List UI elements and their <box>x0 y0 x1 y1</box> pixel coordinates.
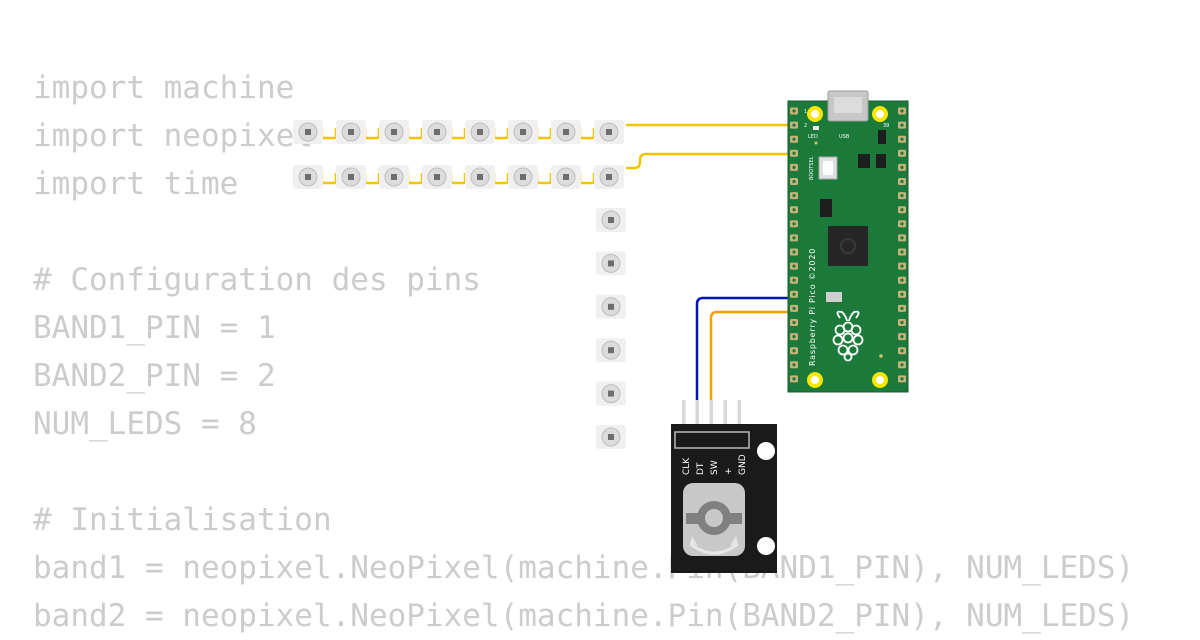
code-line: # Initialisation <box>33 502 332 538</box>
code-line: import neopixel <box>33 118 313 154</box>
led-label: LED <box>808 134 818 140</box>
encoder-pin-icon <box>723 400 727 436</box>
led-connection-wire <box>449 173 467 185</box>
neopixel-led-icon <box>379 165 409 189</box>
pin-1-label: 1 <box>804 109 807 115</box>
rotate-arrow-icon <box>689 542 739 555</box>
encoder-pin-icon <box>682 400 686 436</box>
neopixel-led-icon <box>596 381 626 406</box>
usb-port-icon <box>834 97 862 113</box>
neopixel-led-icon <box>551 165 581 189</box>
mounting-hole-icon <box>811 110 819 118</box>
wire-encoder-dt[interactable] <box>709 310 798 400</box>
encoder-pin-icon <box>709 400 713 436</box>
neopixel-strip-2[interactable] <box>293 165 624 189</box>
wire-encoder-clk[interactable] <box>695 296 798 400</box>
test-point-icon <box>814 141 818 145</box>
code-line: import time <box>33 166 239 202</box>
code-line: import machine <box>33 70 295 106</box>
flash-chip-icon <box>820 199 832 217</box>
encoder-pin-label: DT <box>696 462 706 475</box>
code-line: BAND1_PIN = 1 <box>33 310 276 346</box>
neopixel-vertical-strip[interactable] <box>596 208 626 449</box>
encoder-pin-icon <box>737 400 741 436</box>
neopixel-led-icon <box>594 165 624 189</box>
component-icon <box>876 154 886 168</box>
bootsel-label: BOOTSEL <box>809 156 815 180</box>
debug-pads-icon <box>826 292 842 302</box>
neopixel-led-icon <box>293 120 323 144</box>
encoder-pin-label: SW <box>710 460 720 475</box>
pico-pin-header <box>790 107 906 383</box>
mounting-hole-icon <box>811 376 819 384</box>
mounting-hole-icon <box>757 442 775 460</box>
code-line: # Configuration des pins <box>33 262 481 298</box>
led-connection-wire <box>320 128 338 140</box>
chip-logo-icon <box>840 238 856 254</box>
led-connection-wire <box>406 128 424 140</box>
component-icon <box>878 130 886 144</box>
raspberry-pi-pico[interactable]: 1 2 39 LED USB BOOTSEL Raspberry Pi Pico… <box>787 90 909 393</box>
mounting-hole-icon <box>876 110 884 118</box>
component-icon <box>858 154 870 168</box>
mounting-hole-icon <box>757 537 775 555</box>
neopixel-led-icon <box>422 165 452 189</box>
code-line: band2 = neopixel.NeoPixel(machine.Pin(BA… <box>33 598 1135 634</box>
pin-2-label: 2 <box>804 123 807 129</box>
encoder-pin-label: GND <box>738 454 748 475</box>
mounting-hole-icon <box>876 376 884 384</box>
raspberry-pi-logo-icon <box>832 310 864 362</box>
neopixel-led-icon <box>422 120 452 144</box>
neopixel-led-icon <box>293 165 323 189</box>
led-connection-wire <box>492 173 510 185</box>
test-point-icon <box>879 354 883 358</box>
led-connection-wire <box>320 173 338 185</box>
encoder-pin-label: + <box>724 467 734 475</box>
led-connection-wire <box>492 128 510 140</box>
led-connection-wire <box>406 173 424 185</box>
neopixel-led-icon <box>336 120 366 144</box>
neopixel-led-icon <box>465 120 495 144</box>
neopixel-led-icon <box>508 165 538 189</box>
code-line: band1 = neopixel.NeoPixel(machine.Pin(BA… <box>33 550 1135 586</box>
rp2040-chip-icon <box>828 226 868 266</box>
led-connection-wire <box>578 173 596 185</box>
onboard-led-icon <box>813 126 819 130</box>
encoder-pin-icon <box>695 400 699 436</box>
bootsel-button-cap-icon <box>823 161 833 175</box>
neopixel-led-icon <box>596 425 626 449</box>
neopixel-led-icon <box>379 120 409 144</box>
led-connection-wire <box>363 128 381 140</box>
encoder-header-icon <box>674 431 750 449</box>
board-name-label: Raspberry Pi Pico ©2020 <box>808 248 817 366</box>
usb-label: USB <box>839 134 850 140</box>
neopixel-strip-1[interactable] <box>293 120 624 144</box>
led-connection-wire <box>578 128 596 140</box>
led-connection-wire <box>363 173 381 185</box>
neopixel-led-icon <box>596 251 626 276</box>
wire-band2-data[interactable] <box>626 152 798 170</box>
neopixel-led-icon <box>596 294 626 319</box>
code-line: NUM_LEDS = 8 <box>33 406 257 442</box>
neopixel-led-icon <box>551 120 581 144</box>
neopixel-led-icon <box>596 338 626 363</box>
neopixel-led-icon <box>596 208 626 232</box>
pin-39-label: 39 <box>883 123 889 129</box>
code-line: BAND2_PIN = 2 <box>33 358 276 394</box>
led-connection-wire <box>449 128 467 140</box>
encoder-pin-label: CLK <box>682 457 692 475</box>
led-connection-wire <box>535 173 553 185</box>
neopixel-led-icon <box>508 120 538 144</box>
neopixel-led-icon <box>336 165 366 189</box>
led-connection-wire <box>535 128 553 140</box>
rotary-encoder-module[interactable]: CLK DT SW + GND <box>671 400 777 573</box>
neopixel-led-icon <box>465 165 495 189</box>
neopixel-led-icon <box>594 120 624 144</box>
